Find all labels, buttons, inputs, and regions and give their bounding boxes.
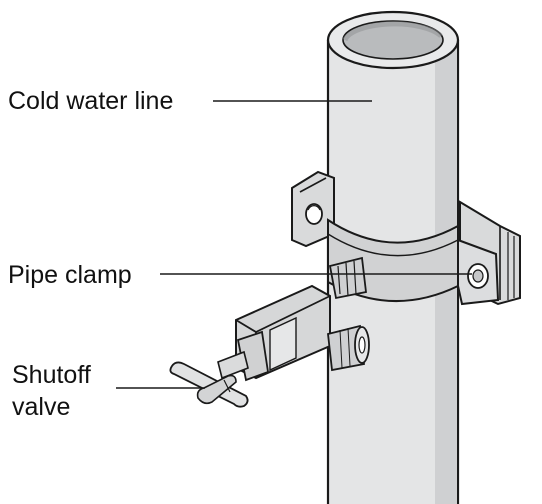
shutoff-handle	[169, 361, 249, 408]
label-pipe-clamp: Pipe clamp	[8, 261, 132, 289]
label-shutoff-valve-line2: valve	[12, 393, 71, 421]
label-cold-water-line: Cold water line	[8, 87, 174, 115]
label-shutoff-valve-line1: Shutoff	[12, 361, 91, 389]
saddle-valve	[217, 256, 370, 382]
